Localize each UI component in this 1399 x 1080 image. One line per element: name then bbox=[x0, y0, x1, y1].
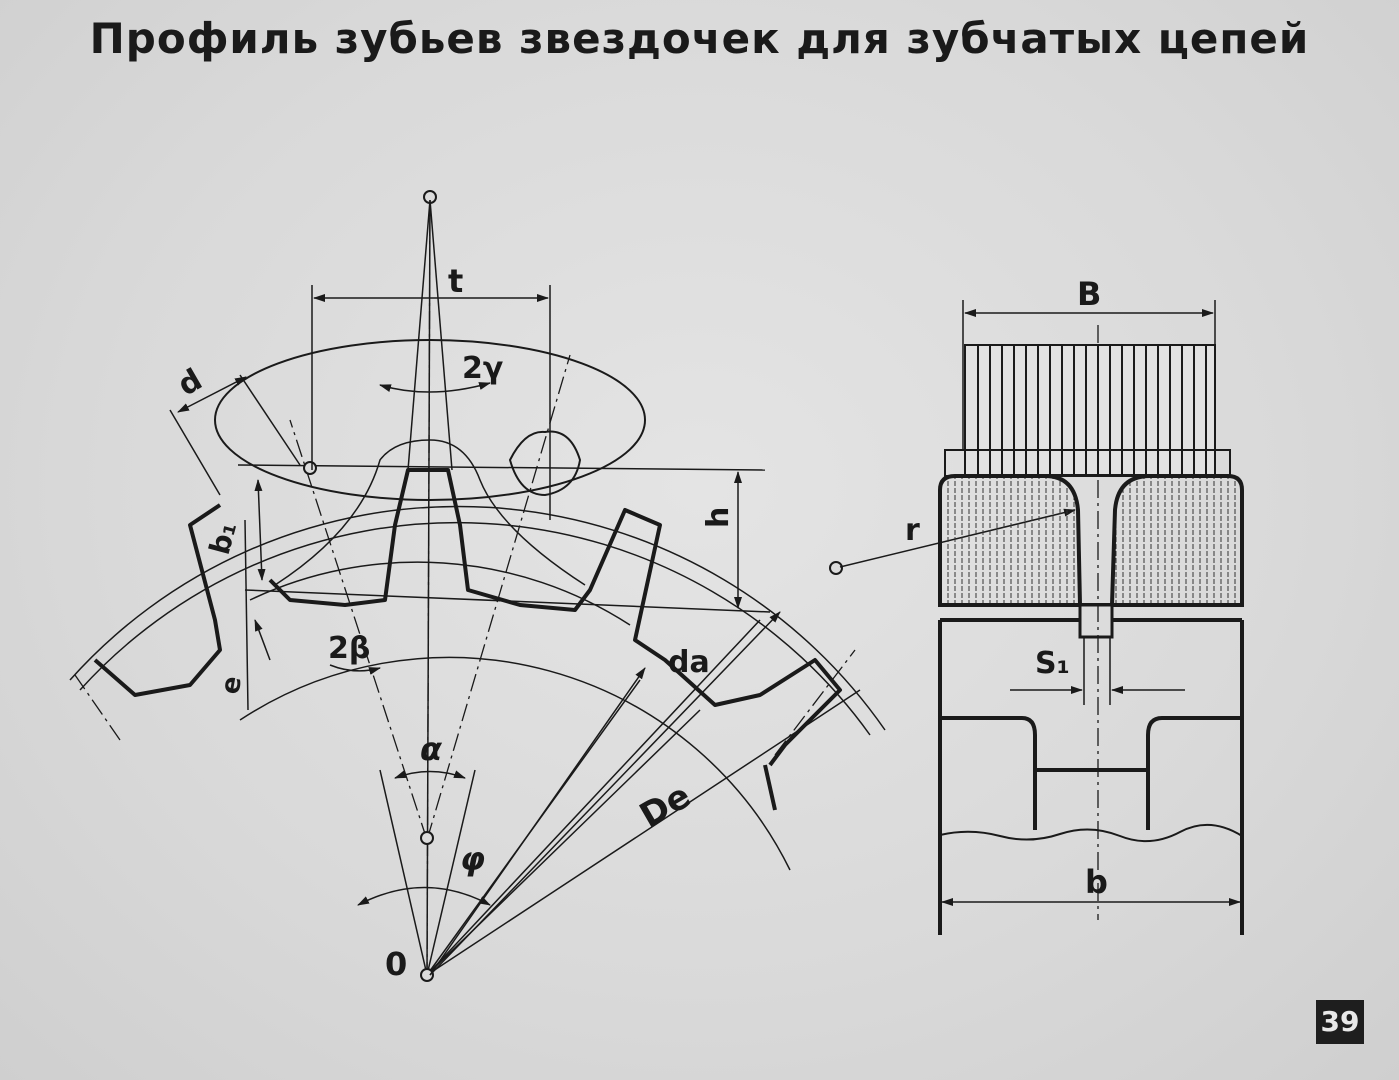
chain-link-notch bbox=[508, 430, 582, 497]
tooth-axis bbox=[74, 674, 121, 741]
center-groove bbox=[1078, 603, 1114, 639]
tooth-profile bbox=[93, 468, 842, 767]
cross-section: B bbox=[938, 275, 1244, 935]
chain-link bbox=[214, 339, 646, 501]
label-da: dа bbox=[668, 645, 710, 680]
e-dimension bbox=[254, 619, 271, 661]
label-B: B bbox=[1077, 275, 1101, 313]
tip-line bbox=[407, 199, 431, 471]
e-dimension bbox=[244, 519, 249, 711]
outer-circle-inner bbox=[79, 521, 871, 736]
label-de: Dе bbox=[633, 776, 697, 836]
label-alpha: α bbox=[420, 730, 443, 768]
outer-circle bbox=[69, 505, 886, 731]
radial-line bbox=[426, 619, 761, 976]
radial-line bbox=[379, 769, 428, 976]
alpha-arc bbox=[394, 770, 466, 779]
chain-plates bbox=[964, 344, 1216, 476]
pin-band bbox=[944, 449, 1231, 477]
sprocket-profile: t 2γ d h b₁ e 2β α φ 0 dа Dе r bbox=[69, 189, 1076, 983]
page-title: Профиль зубьев звездочек для зубчатых це… bbox=[89, 14, 1310, 63]
reference-line bbox=[237, 464, 766, 471]
label-origin: 0 bbox=[385, 945, 407, 983]
leader-dot bbox=[829, 561, 843, 575]
label-2gamma: 2γ bbox=[462, 351, 503, 386]
tooth-axis bbox=[426, 189, 431, 981]
center-point bbox=[420, 968, 434, 982]
label-t: t bbox=[448, 262, 463, 300]
tooth-axis bbox=[774, 649, 856, 756]
label-b: b bbox=[1085, 863, 1108, 901]
label-h: h bbox=[701, 507, 736, 528]
phi-arc bbox=[357, 886, 491, 906]
pivot-link bbox=[303, 461, 317, 475]
label-d: d bbox=[172, 362, 208, 403]
pitch-circle bbox=[239, 656, 791, 871]
label-phi: φ bbox=[460, 840, 485, 878]
beta-arc bbox=[329, 664, 381, 675]
tip-line bbox=[429, 199, 453, 471]
de-leader bbox=[429, 611, 781, 976]
radial-line bbox=[426, 689, 861, 976]
d-extension bbox=[239, 374, 301, 466]
label-S1: S₁ bbox=[1035, 646, 1070, 681]
tooth-axis bbox=[289, 419, 428, 841]
label-b1: b₁ bbox=[203, 518, 243, 558]
label-r: r bbox=[905, 513, 920, 548]
rim-section bbox=[938, 474, 1244, 607]
tooth-flank-curve bbox=[274, 439, 586, 586]
radial-line bbox=[426, 769, 476, 976]
pivot-mid bbox=[420, 831, 434, 845]
reference-line bbox=[244, 589, 771, 613]
d-dimension bbox=[177, 376, 247, 413]
hub-body bbox=[938, 620, 1244, 830]
da-leader bbox=[429, 667, 646, 976]
tooth-edge bbox=[763, 764, 777, 811]
b1-dimension bbox=[254, 479, 266, 581]
label-2beta: 2β bbox=[328, 631, 370, 666]
plate-lines bbox=[977, 345, 1207, 475]
root-circle bbox=[249, 561, 631, 626]
page-number-badge: 39 bbox=[1316, 1000, 1364, 1044]
gamma-arc bbox=[379, 382, 491, 393]
d-extension bbox=[169, 409, 221, 496]
break-line bbox=[939, 823, 1243, 843]
label-e: e bbox=[215, 674, 248, 697]
